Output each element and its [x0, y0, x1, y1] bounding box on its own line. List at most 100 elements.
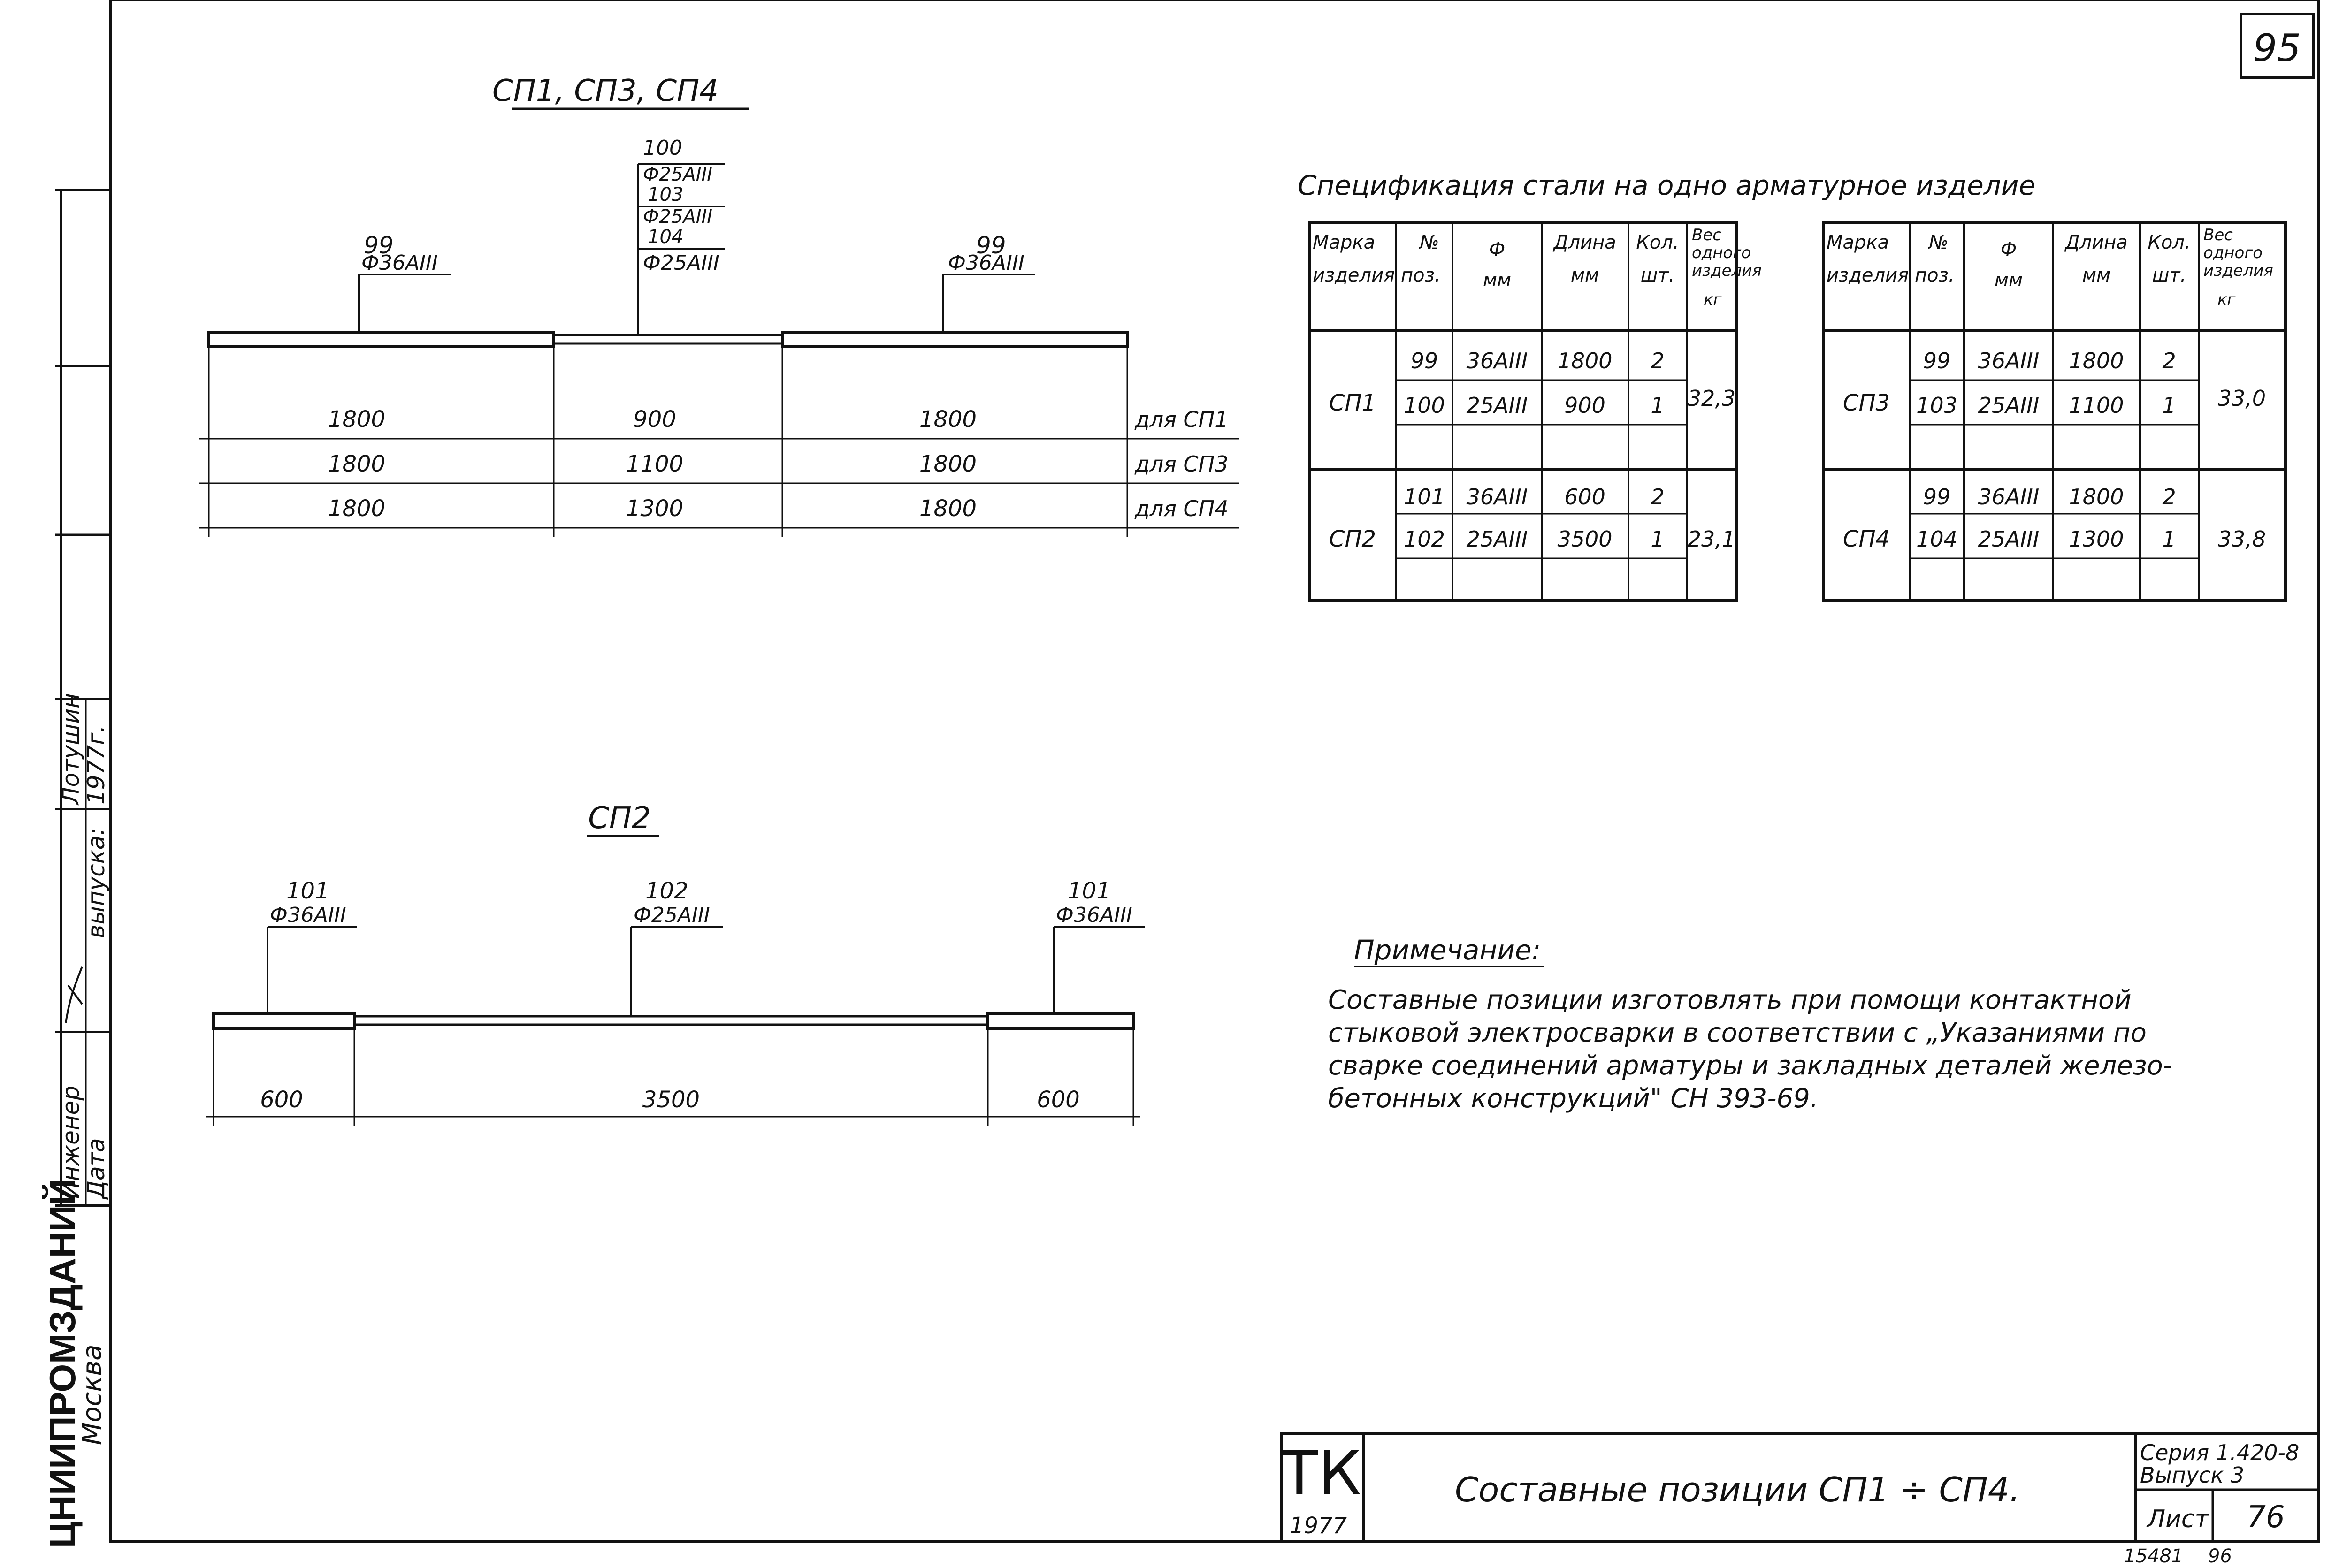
- rt-h-wt-3: изделия: [2203, 261, 2273, 280]
- engineer-signature: [65, 966, 83, 1023]
- rt-h-dia-2: мм: [1995, 269, 2023, 291]
- lt-h-wt-1: Вес: [1692, 226, 1721, 244]
- rt-h-qty-2: шт.: [2152, 265, 2186, 286]
- top-center-callout-4: 104: [648, 226, 683, 248]
- bottom-dim-1: 600: [260, 1087, 303, 1113]
- rt-g1-r2-len: 1100: [2069, 393, 2124, 418]
- dim-row-2-a: 1800: [328, 451, 385, 477]
- bottom-left-bar: Ф36АIII: [270, 903, 346, 927]
- lt-h-mark-2: изделия: [1313, 265, 1395, 286]
- sheet-frame: [109, 0, 2320, 1543]
- lt-h-dia-2: мм: [1483, 269, 1511, 291]
- dim-row-3-a: 1800: [328, 495, 385, 522]
- lt-g1-r1-qty: 2: [1651, 348, 1664, 373]
- lt-g1-r1-len: 1800: [1557, 348, 1612, 373]
- lt-g2-r1-pos: 101: [1404, 484, 1445, 510]
- lt-g2-mark: СП2: [1329, 526, 1376, 552]
- dim-row-1-b: 900: [633, 406, 676, 433]
- bottom-left-pos: 101: [286, 878, 329, 904]
- note-line-4: бетонных конструкций" СН 393-69.: [1328, 1083, 1819, 1114]
- lt-h-qty-1: Кол.: [1636, 232, 1679, 253]
- dim-row-2-label: для СП3: [1134, 451, 1228, 477]
- title-block-sheet-no: 76: [2247, 1500, 2285, 1535]
- lt-g2-r1-qty: 2: [1651, 484, 1664, 510]
- side-stamp: [55, 189, 110, 1207]
- rt-g2-mark: СП4: [1843, 526, 1890, 552]
- lt-h-dia-1: Ф: [1489, 239, 1505, 260]
- spec-title: Спецификация стали на одно арматурное из…: [1298, 169, 2035, 201]
- lt-g1-r2-len: 900: [1564, 393, 1605, 418]
- rt-h-dia-1: Ф: [2001, 239, 2017, 260]
- lt-h-len-1: Длина: [1552, 232, 1616, 253]
- title-block-year: 1977: [1290, 1513, 1347, 1539]
- side-engineer-label: Инженер: [57, 1086, 84, 1199]
- top-bar-right: [781, 331, 1129, 348]
- lt-h-qty-2: шт.: [1641, 265, 1675, 286]
- rt-g1-mark: СП3: [1843, 390, 1890, 416]
- rt-g2-r1-len: 1800: [2069, 484, 2124, 510]
- spec-table-right: [1822, 221, 2287, 602]
- rt-h-wt-4: кг: [2217, 290, 2236, 309]
- top-bar-left: [207, 331, 555, 348]
- rt-g2-r1-qty: 2: [2162, 484, 2176, 510]
- spec-table-left: [1308, 221, 1738, 602]
- rt-g2-r2-qty: 1: [2162, 526, 2176, 552]
- dim-row-1-label: для СП1: [1134, 407, 1228, 432]
- dim-row-3-label: для СП4: [1134, 496, 1228, 521]
- rt-g1-r2-dia: 25АIII: [1978, 393, 2040, 418]
- top-left-pos: 99: [364, 232, 394, 259]
- rt-h-mark-2: изделия: [1827, 265, 1909, 286]
- rt-h-len-1: Длина: [2064, 232, 2127, 253]
- side-date-label: Дата: [83, 1138, 110, 1200]
- side-year: 1977г.: [83, 725, 110, 805]
- bottom-center-pos: 102: [645, 878, 688, 904]
- rt-g1-r1-len: 1800: [2069, 348, 2124, 373]
- side-org: ЦНИИПРОМЗДАНИЙ: [42, 1179, 83, 1548]
- lt-h-wt-2: одного: [1692, 244, 1751, 262]
- sheet-number-top: 95: [2253, 26, 2301, 70]
- title-block-logo: ТК: [1280, 1438, 1361, 1509]
- side-engineer-name: Лотушин: [57, 693, 84, 806]
- rt-h-qty-1: Кол.: [2148, 232, 2190, 253]
- top-center-callout-3: Ф25АIII: [643, 206, 712, 228]
- lt-g2-r1-dia: 36АIII: [1467, 484, 1528, 510]
- lt-g2-r2-pos: 102: [1404, 526, 1445, 552]
- note-title: Примечание:: [1354, 934, 1541, 966]
- title-block-series: Серия 1.420-8: [2140, 1440, 2299, 1465]
- top-right-bar: Ф36АIII: [948, 251, 1024, 275]
- lt-g1-weight: 32,3: [1688, 386, 1735, 411]
- rt-g2-r2-len: 1300: [2069, 526, 2124, 552]
- rt-h-pos-1: №: [1928, 232, 1949, 253]
- title-block: [1280, 1432, 2320, 1543]
- lt-h-pos-1: №: [1419, 232, 1439, 253]
- bottom-right-bar: Ф36АIII: [1056, 903, 1132, 927]
- top-center-callout-5: Ф25АIII: [643, 251, 719, 275]
- dim-row-3-c: 1800: [919, 495, 977, 522]
- rt-h-wt-2: одного: [2203, 244, 2263, 262]
- title-block-sheet-label: Лист: [2146, 1505, 2209, 1533]
- footer-page: 96: [2208, 1545, 2232, 1567]
- top-center-callout-0: 100: [643, 136, 682, 160]
- bottom-drawing-title: СП2: [588, 801, 651, 836]
- lt-g1-mark: СП1: [1329, 390, 1376, 416]
- rt-h-len-2: мм: [2082, 265, 2110, 286]
- lt-h-mark-1: Марка: [1313, 232, 1375, 253]
- bottom-dim-3: 600: [1037, 1087, 1080, 1113]
- lt-g2-r2-dia: 25АIII: [1467, 526, 1528, 552]
- top-bar-middle: [552, 334, 784, 345]
- title-block-title: Составные позиции СП1 ÷ СП4.: [1455, 1470, 2020, 1509]
- lt-h-wt-3: изделия: [1692, 261, 1762, 280]
- top-left-bar: Ф36АIII: [361, 251, 438, 275]
- lt-g1-r1-pos: 99: [1411, 348, 1438, 373]
- lt-g1-r2-pos: 100: [1404, 393, 1445, 418]
- lt-h-len-2: мм: [1571, 265, 1599, 286]
- lt-g2-r2-len: 3500: [1557, 526, 1612, 552]
- lt-g2-weight: 23,1: [1688, 526, 1735, 552]
- lt-h-pos-2: поз.: [1401, 265, 1441, 286]
- footer-code: 15481: [2124, 1545, 2183, 1567]
- rt-g1-r2-pos: 103: [1916, 393, 1957, 418]
- dim-row-2-b: 1100: [626, 451, 683, 477]
- title-block-issue: Выпуск 3: [2140, 1462, 2244, 1488]
- rt-g2-weight: 33,8: [2218, 526, 2266, 552]
- top-right-pos: 99: [976, 232, 1006, 259]
